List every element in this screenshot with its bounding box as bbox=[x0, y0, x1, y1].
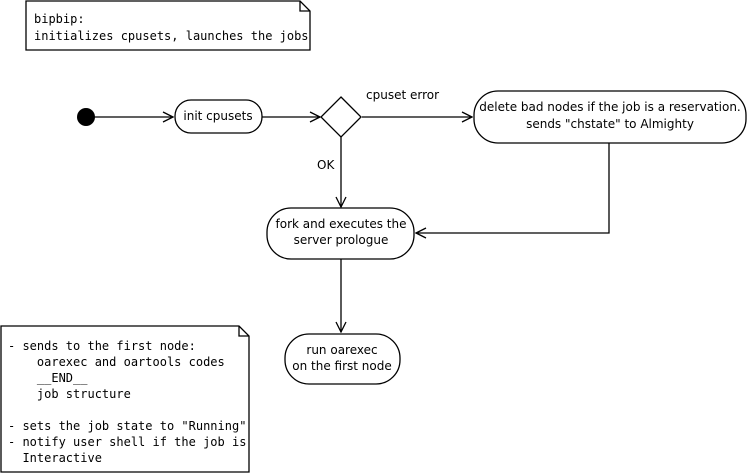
node-fork-prologue: fork and executes the server prologue bbox=[266, 207, 415, 260]
note-top-line-2: initializes cpusets, launches the jobs bbox=[34, 29, 309, 43]
note-bottom-line-8: Interactive bbox=[8, 451, 102, 465]
label-ok: OK bbox=[317, 158, 335, 172]
node-run-oarexec-line-2: on the first node bbox=[292, 359, 391, 373]
edge-delete-to-fork bbox=[416, 143, 610, 233]
note-bottom-line-7: - notify user shell if the job is bbox=[8, 435, 246, 449]
node-fork-prologue-line-2: server prologue bbox=[294, 233, 389, 247]
note-bottom-line-1: - sends to the first node: bbox=[8, 339, 196, 353]
start-node bbox=[77, 108, 95, 126]
node-init-cpusets-label: init cpusets bbox=[183, 109, 252, 123]
node-delete-bad-nodes-line-1: delete bad nodes if the job is a reserva… bbox=[479, 100, 740, 114]
decision-diamond bbox=[320, 96, 362, 138]
label-cpuset-error: cpuset error bbox=[366, 88, 439, 102]
node-delete-bad-nodes-line-2: sends "chstate" to Almighty bbox=[526, 117, 694, 131]
note-top-line-1: bipbip: bbox=[34, 12, 85, 26]
note-bottom: - sends to the first node: oarexec and o… bbox=[0, 325, 250, 473]
note-top: bipbip: initializes cpusets, launches th… bbox=[25, 0, 311, 51]
edges bbox=[94, 117, 610, 332]
node-run-oarexec-line-1: run oarexec bbox=[306, 343, 377, 357]
note-bottom-line-4: job structure bbox=[8, 387, 131, 401]
note-bottom-line-6: - sets the job state to "Running" bbox=[8, 419, 246, 433]
note-bottom-line-2: oarexec and oartools codes bbox=[8, 355, 225, 369]
note-bottom-line-3: __END__ bbox=[8, 371, 88, 385]
node-fork-prologue-line-1: fork and executes the bbox=[276, 217, 407, 231]
node-init-cpusets: init cpusets bbox=[174, 99, 263, 134]
node-run-oarexec: run oarexec on the first node bbox=[284, 333, 401, 385]
node-delete-bad-nodes: delete bad nodes if the job is a reserva… bbox=[473, 90, 747, 144]
